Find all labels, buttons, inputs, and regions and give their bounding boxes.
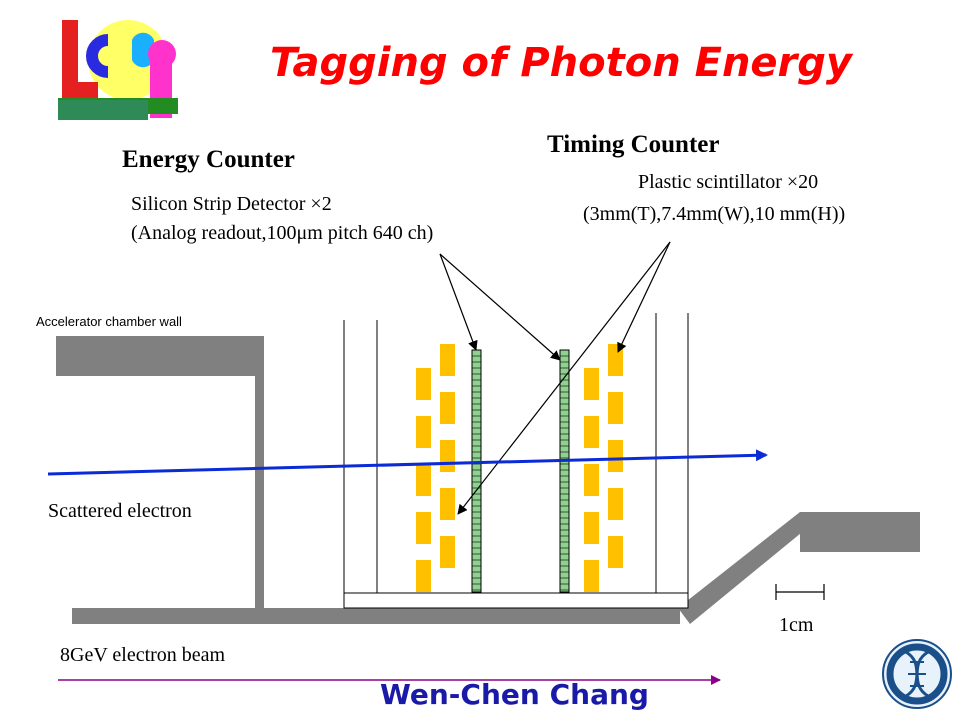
chamber-wall-label: Accelerator chamber wall	[36, 314, 182, 329]
electron-beam-label: 8GeV electron beam	[60, 644, 226, 666]
leps-logo-icon	[55, 18, 183, 120]
scale-label: 1cm	[779, 614, 814, 636]
detector-box	[343, 313, 689, 609]
chamber-wall-vertical	[255, 336, 264, 609]
chamber-wall-top	[56, 336, 264, 376]
silicon-strip-label: Silicon Strip Detector ×2	[131, 193, 332, 215]
energy-counter-heading: Energy Counter	[122, 146, 295, 173]
timing-counter-heading: Timing Counter	[547, 131, 720, 158]
silicon-strip-detector-right	[559, 349, 570, 593]
scattered-electron-label: Scattered electron	[48, 500, 192, 522]
scintillator-group-right	[584, 344, 623, 592]
silicon-strip-detector-left	[471, 349, 482, 593]
scintillator-group-left	[416, 344, 455, 592]
scale-bar	[775, 584, 825, 600]
academia-sinica-seal-icon	[882, 639, 952, 709]
silicon-strip-spec: (Analog readout,100μm pitch 640 ch)	[131, 222, 434, 244]
slide-title: Tagging of Photon Energy	[270, 40, 852, 86]
chamber-slope	[678, 512, 812, 624]
scattered-electron-track	[47, 449, 768, 476]
chamber-floor	[72, 608, 680, 624]
pointer-arrows	[439, 241, 671, 515]
scintillator-label: Plastic scintillator ×20	[638, 171, 819, 193]
author-name: Wen-Chen Chang	[380, 678, 649, 711]
chamber-wall-right-block	[800, 512, 920, 552]
scintillator-spec: (3mm(T),7.4mm(W),10 mm(H))	[583, 203, 846, 225]
